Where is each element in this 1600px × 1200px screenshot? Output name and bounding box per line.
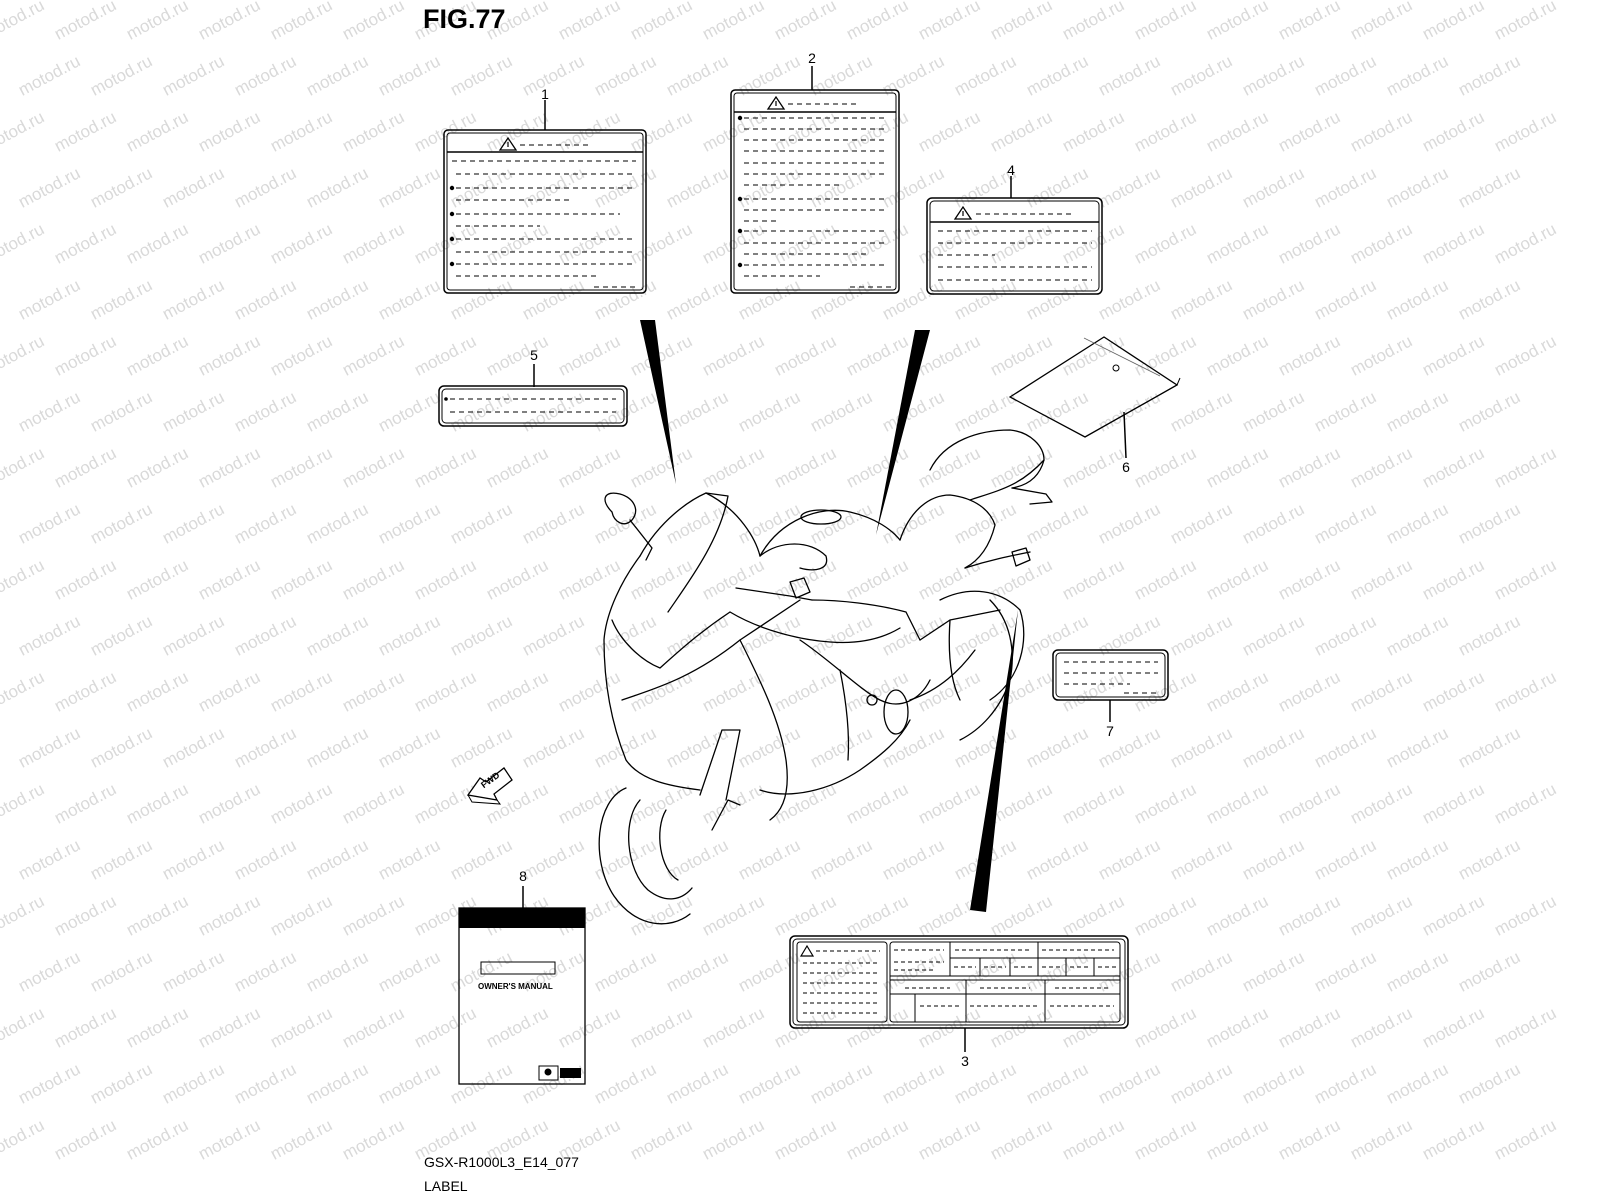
warning-triangle-icon — [799, 944, 815, 957]
warning-triangle-icon — [953, 205, 973, 220]
label-1[interactable] — [443, 100, 647, 294]
manual-cover-text: OWNER'S MANUAL — [478, 982, 553, 991]
callout-1: 1 — [541, 86, 549, 102]
pointer-wedges — [640, 320, 1018, 912]
callout-5: 5 — [530, 347, 538, 363]
callout-3: 3 — [961, 1053, 969, 1069]
motorcycle-illustration — [598, 429, 1053, 925]
label-3[interactable] — [789, 935, 1129, 1052]
callout-2: 2 — [808, 50, 816, 66]
warning-triangle-icon — [766, 95, 786, 110]
manufacturer-logo-icon — [538, 1065, 559, 1081]
label-7[interactable] — [1052, 649, 1169, 722]
figure-title: FIG.77 — [423, 4, 506, 34]
fwd-arrow-icon — [466, 767, 513, 805]
callout-4: 4 — [1007, 162, 1015, 178]
section-name: LABEL — [424, 1178, 468, 1194]
label-5[interactable] — [438, 364, 628, 427]
warning-triangle-icon — [498, 136, 518, 151]
label-4[interactable] — [926, 176, 1103, 295]
callout-6: 6 — [1122, 459, 1130, 475]
owners-manual[interactable] — [458, 886, 586, 1085]
label-2[interactable] — [730, 66, 900, 294]
callout-7: 7 — [1106, 723, 1114, 739]
callout-8: 8 — [519, 868, 527, 884]
model-code: GSX-R1000L3_E14_077 — [424, 1154, 579, 1170]
label-6[interactable] — [1008, 336, 1181, 459]
